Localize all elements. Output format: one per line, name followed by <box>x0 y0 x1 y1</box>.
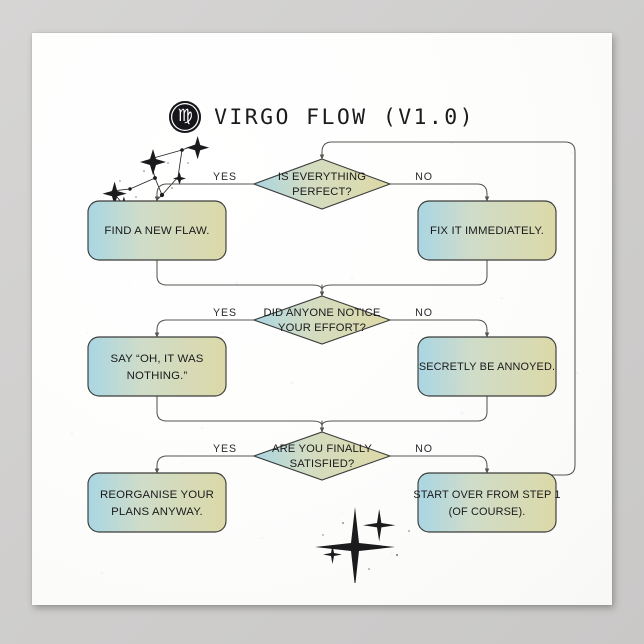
action-box-shape <box>87 200 227 261</box>
action-node-a2-yes[interactable]: SAY “OH, IT WAS NOTHING.” <box>87 336 227 397</box>
decision-d1-line1: IS EVERYTHING <box>278 171 366 183</box>
decision-diamond-shape <box>252 158 392 210</box>
edge-label-d3-yes: YES <box>213 443 237 455</box>
connector-feedback-loop <box>319 141 576 476</box>
connector-row2-merge <box>156 395 488 432</box>
virgo-flowchart: IS EVERYTHING PERFECT? YES NO FIND A NEW… <box>87 141 576 533</box>
decision-node-d3[interactable]: ARE YOU FINALLY SATISFIED? <box>252 431 392 481</box>
action-box-shape <box>87 472 227 533</box>
virgo-glyph: ♍ <box>177 106 193 126</box>
action-a1-yes-line1: FIND A NEW FLAW. <box>104 225 209 237</box>
action-a3-yes-line2: PLANS ANYWAY. <box>111 506 203 518</box>
edge-label-d2-no: NO <box>415 307 433 319</box>
connector-d1-yes <box>154 183 255 202</box>
action-node-a1-no[interactable]: FIX IT IMMEDIATELY. <box>417 200 557 261</box>
decision-diamond-shape <box>252 295 392 345</box>
page-title: VIRGO FLOW (V1.0) <box>214 104 475 130</box>
decision-node-d1[interactable]: IS EVERYTHING PERFECT? <box>252 158 392 210</box>
connector-row1-merge <box>156 259 488 296</box>
connector-d1-no <box>389 183 490 202</box>
action-node-a1-yes[interactable]: FIND A NEW FLAW. <box>87 200 227 261</box>
decision-d3-line2: SATISFIED? <box>290 458 355 470</box>
action-a3-no-line2: (OF COURSE). <box>449 506 526 518</box>
action-box-shape <box>87 336 227 397</box>
edge-label-d3-no: NO <box>415 443 433 455</box>
poster-artwork: ♍ VIRGO FLOW (V1.0) <box>32 33 612 605</box>
poster-header: ♍ VIRGO FLOW (V1.0) <box>32 101 612 133</box>
decision-d3-line1: ARE YOU FINALLY <box>272 443 372 455</box>
connector-d2-no <box>389 319 490 338</box>
action-a2-yes-line2: NOTHING.” <box>127 370 188 382</box>
virgo-symbol-icon: ♍ <box>169 101 202 133</box>
decision-d1-line2: PERFECT? <box>292 186 352 198</box>
connector-d2-yes <box>154 319 255 338</box>
decision-d2-line1: DID ANYONE NOTICE <box>264 307 381 319</box>
action-a3-yes-line1: REORGANISE YOUR <box>100 489 214 501</box>
action-node-a3-no[interactable]: START OVER FROM STEP 1 (OF COURSE). <box>413 472 560 533</box>
decision-diamond-shape <box>252 431 392 481</box>
decision-node-d2[interactable]: DID ANYONE NOTICE YOUR EFFORT? <box>252 295 392 345</box>
action-a2-no-line1: SECRETLY BE ANNOYED. <box>419 361 555 373</box>
decision-d2-line2: YOUR EFFORT? <box>278 322 366 334</box>
edge-label-d1-no: NO <box>415 171 433 183</box>
action-box-shape <box>417 200 557 261</box>
action-a2-yes-line1: SAY “OH, IT WAS <box>111 353 204 365</box>
action-node-a3-yes[interactable]: REORGANISE YOUR PLANS ANYWAY. <box>87 472 227 533</box>
edge-label-d2-yes: YES <box>213 307 237 319</box>
connector-d3-no <box>389 455 490 474</box>
connector-d3-yes <box>154 455 255 474</box>
action-box-shape <box>417 472 557 533</box>
action-node-a2-no[interactable]: SECRETLY BE ANNOYED. <box>417 336 557 397</box>
action-box-shape <box>417 336 557 397</box>
action-a1-no-line1: FIX IT IMMEDIATELY. <box>430 225 544 237</box>
action-a3-no-line1: START OVER FROM STEP 1 <box>413 489 560 501</box>
edge-label-d1-yes: YES <box>213 171 237 183</box>
